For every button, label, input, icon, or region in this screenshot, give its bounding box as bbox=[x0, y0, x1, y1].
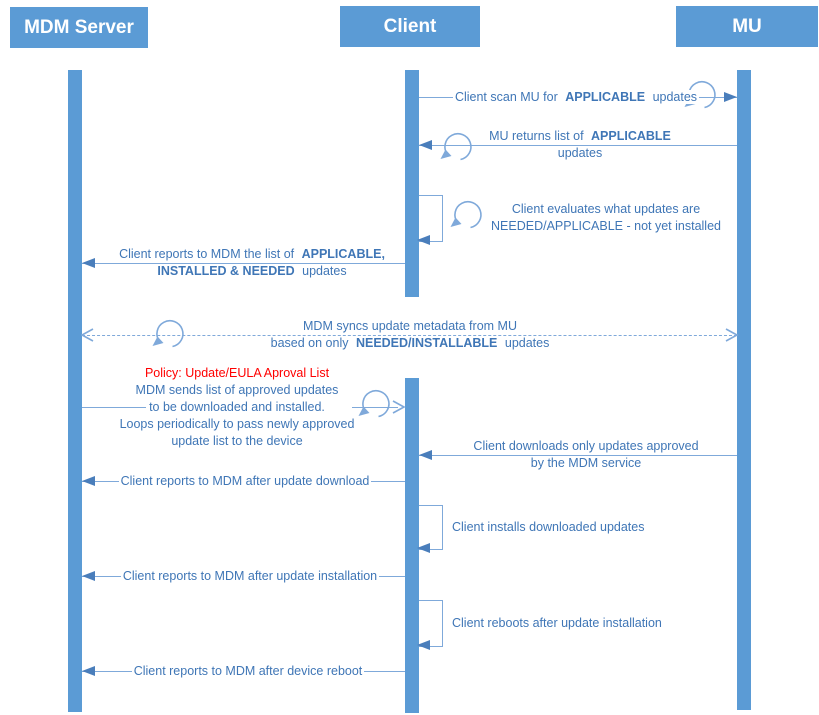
arrowhead-open-left bbox=[80, 328, 95, 342]
arrowhead-filled-right-scan-mu bbox=[724, 92, 737, 102]
lifeline-mu bbox=[737, 70, 751, 710]
arrowhead-filled-left-mu-returns bbox=[419, 140, 432, 150]
message-label-report-list: Client reports to MDM the list of APPLIC… bbox=[117, 247, 387, 278]
self-message-bracket-client-evaluates bbox=[419, 195, 443, 242]
actor-header-client: Client bbox=[340, 6, 480, 47]
arrowhead-filled-left-client-downloads bbox=[419, 450, 432, 460]
arrowhead-open-right bbox=[392, 400, 406, 414]
arrowhead-open-right bbox=[725, 328, 739, 342]
loop-icon bbox=[149, 316, 187, 354]
message-label-client-installs: Client installs downloaded updates bbox=[450, 520, 647, 534]
arrowhead-filled-left-report-install bbox=[82, 571, 95, 581]
message-line-policy-approved-list bbox=[82, 407, 146, 408]
lifeline-client-upper bbox=[405, 70, 419, 297]
self-message-bracket-client-installs bbox=[419, 505, 443, 550]
message-label-client-reboots: Client reboots after update installation bbox=[450, 616, 664, 630]
self-message-bracket-client-reboots bbox=[419, 600, 443, 647]
message-label-report-reboot: Client reports to MDM after device reboo… bbox=[131, 664, 365, 678]
loop-icon bbox=[437, 129, 475, 167]
arrowhead-filled-left-client-installs bbox=[417, 543, 430, 553]
message-line-mdm-syncs bbox=[82, 335, 737, 336]
lifeline-client-lower bbox=[405, 378, 419, 713]
message-line-client-downloads bbox=[419, 455, 737, 456]
arrowhead-filled-left-report-download bbox=[82, 476, 95, 486]
lifeline-mdm-server bbox=[68, 70, 82, 712]
actor-header-mdm-server: MDM Server bbox=[10, 7, 148, 48]
message-label-report-download: Client reports to MDM after update downl… bbox=[118, 474, 372, 488]
arrowhead-filled-left-client-reboots bbox=[417, 640, 430, 650]
message-line-mu-returns bbox=[419, 145, 737, 146]
message-line-report-list bbox=[82, 263, 405, 264]
actor-header-mu: MU bbox=[676, 6, 818, 47]
message-line-policy-approved-list bbox=[352, 407, 398, 408]
arrowhead-filled-left-report-reboot bbox=[82, 666, 95, 676]
message-label-scan-mu: Client scan MU for APPLICABLE updates bbox=[452, 90, 700, 104]
loop-icon bbox=[447, 197, 485, 235]
arrowhead-filled-left-report-list bbox=[82, 258, 95, 268]
message-label-report-install: Client reports to MDM after update insta… bbox=[120, 569, 380, 583]
loop-icon bbox=[355, 386, 393, 424]
arrowhead-filled-left-client-evaluates bbox=[417, 235, 430, 245]
